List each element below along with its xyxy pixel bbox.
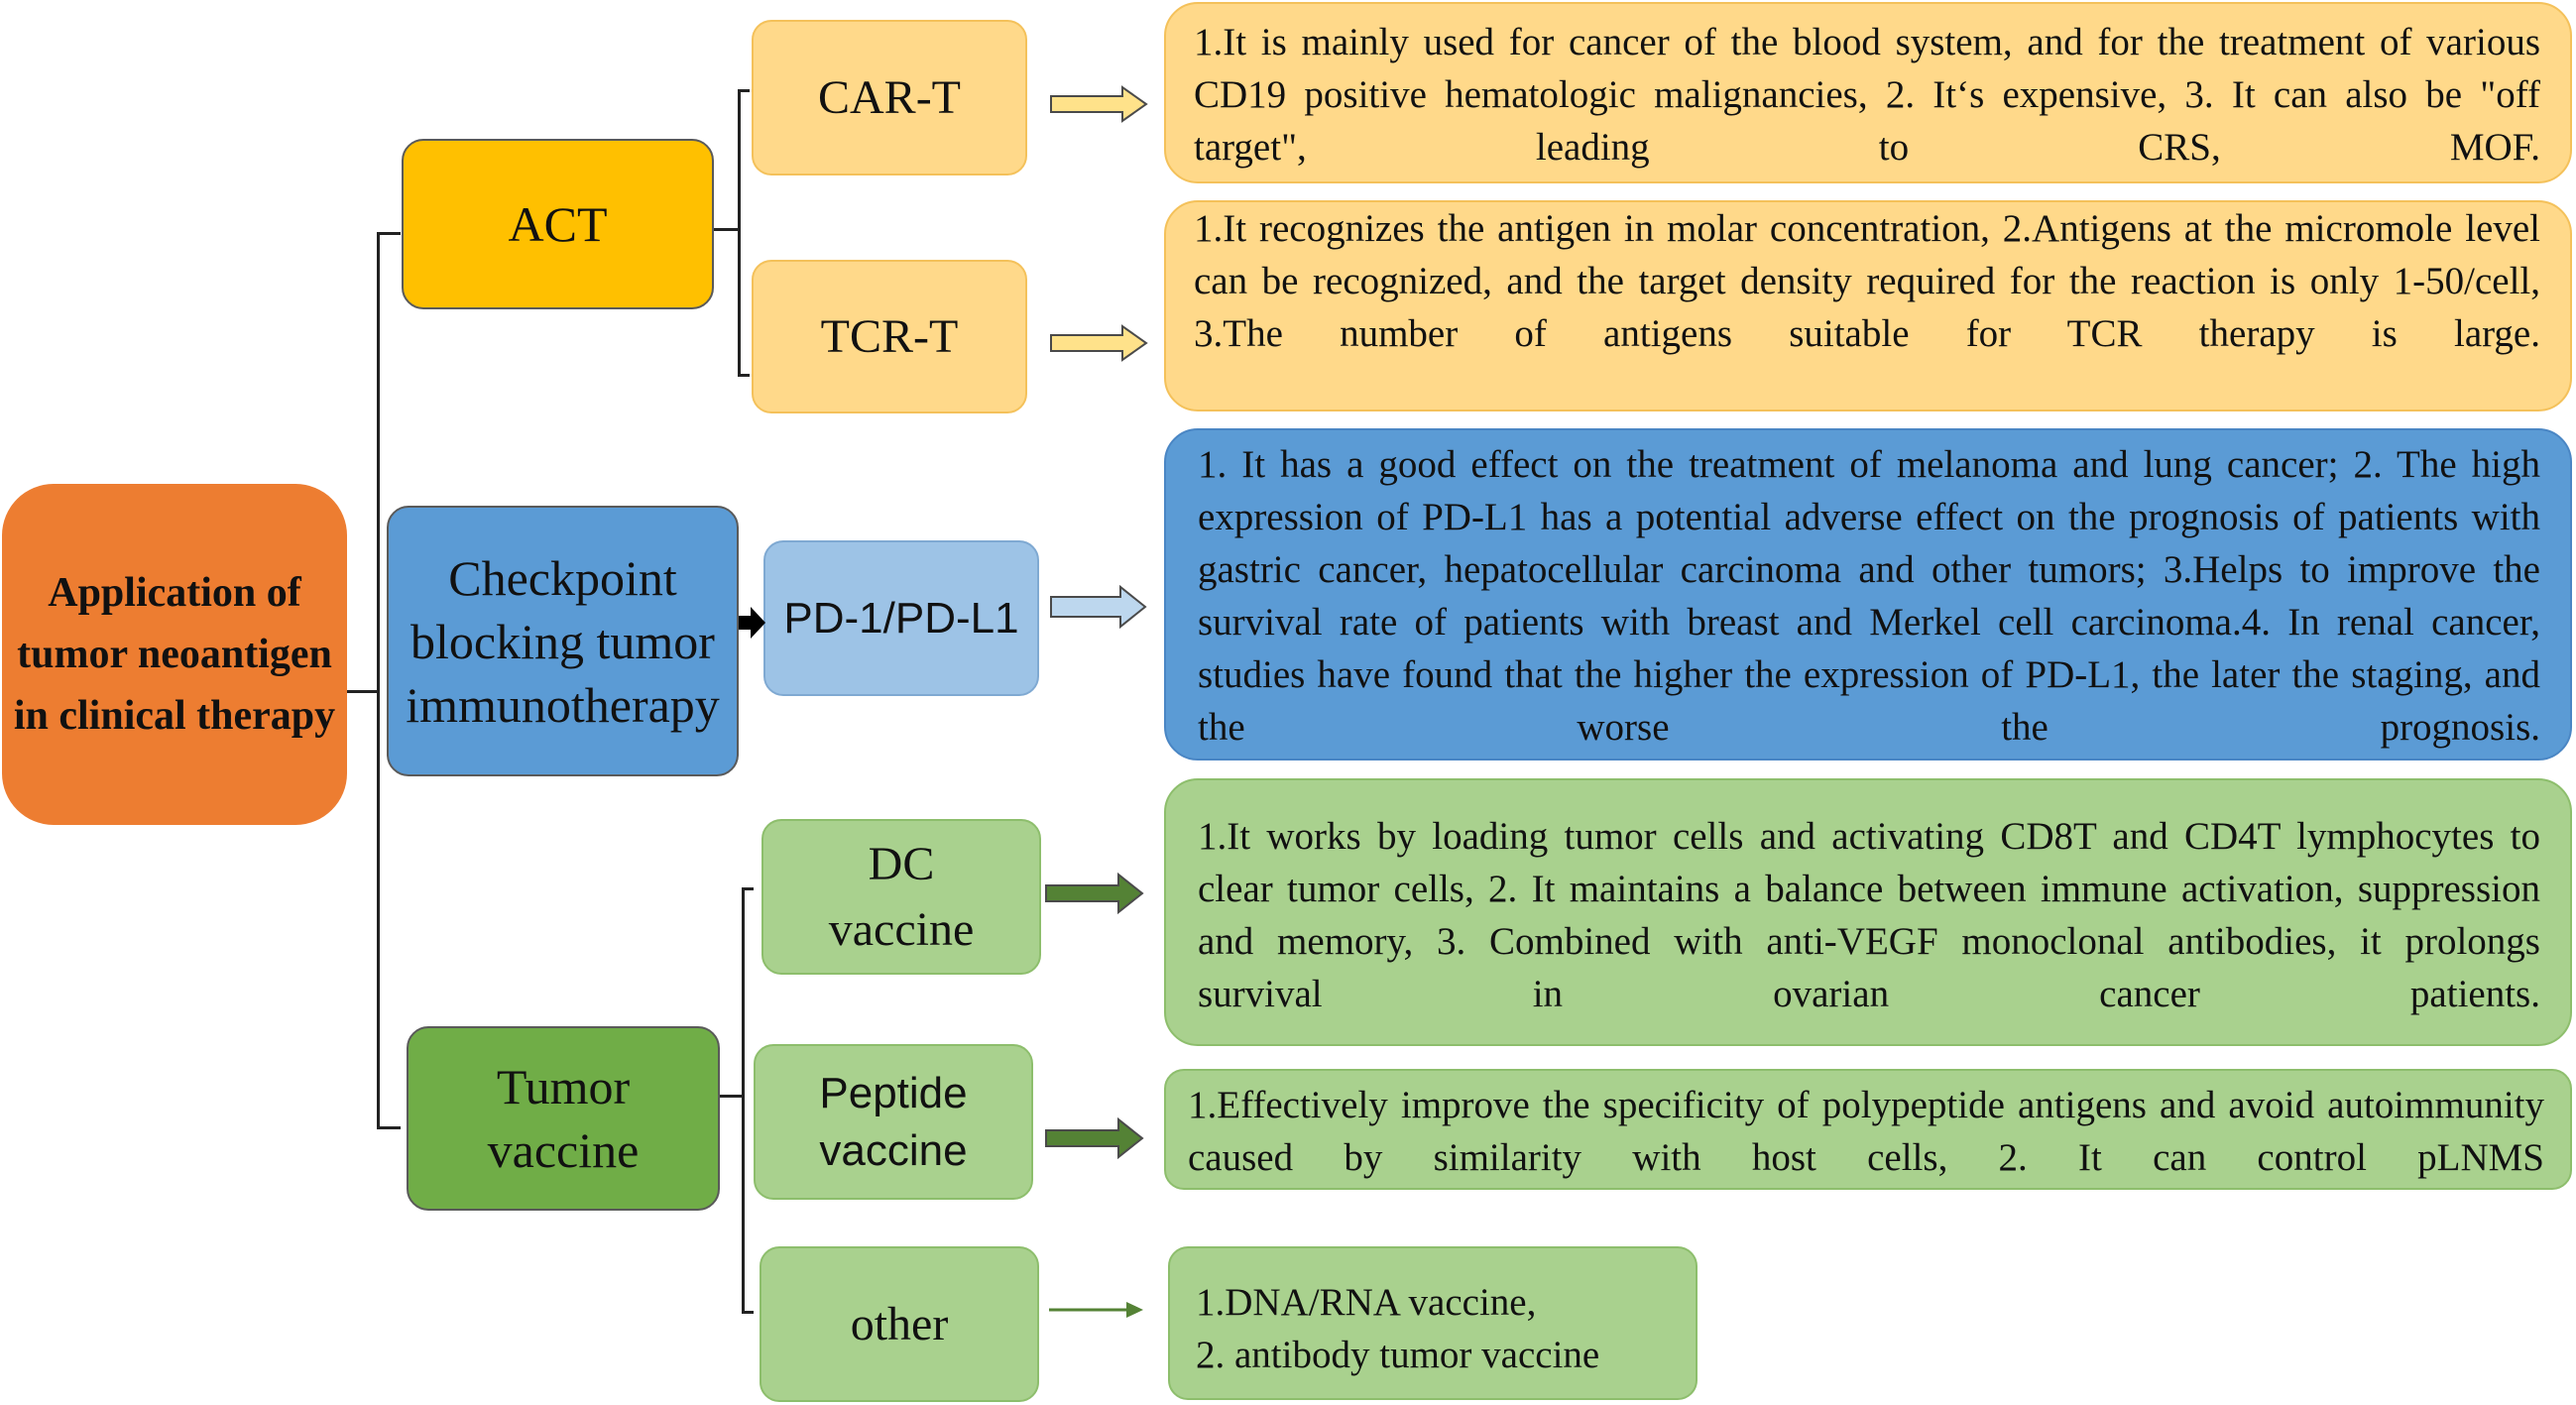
description-other-line2: 2. antibody tumor vaccine [1196, 1334, 1600, 1376]
description-other-line1: 1.DNA/RNA vaccine, [1196, 1281, 1537, 1324]
root-stem [347, 690, 377, 693]
therapy-car-t-label: CAR-T [818, 70, 961, 124]
description-pd1-text: 1. It has a good effect on the treatment… [1198, 443, 2540, 749]
category-tumor-vaccine: Tumor vaccine [407, 1026, 720, 1211]
act-stem [714, 228, 739, 231]
vaccine-tick-dc [742, 887, 754, 890]
description-car-t: 1.It is mainly used for cancer of the bl… [1164, 2, 2572, 183]
therapy-tcr-t-label: TCR-T [820, 309, 959, 363]
category-tumor-vaccine-label: Tumor vaccine [487, 1059, 640, 1178]
arrow-car-t [1050, 85, 1148, 123]
act-tick-cart [738, 89, 750, 92]
description-dc-text: 1.It works by loading tumor cells and ac… [1198, 815, 2540, 1015]
category-checkpoint-label: Checkpoint blocking tumor immunotherapy [406, 549, 720, 733]
therapy-peptide-vaccine: Peptide vaccine [754, 1044, 1033, 1200]
therapy-dc-vaccine-label: DC vaccine [828, 837, 975, 956]
description-dc: 1.It works by loading tumor cells and ac… [1164, 778, 2572, 1046]
vaccine-bracket [742, 887, 745, 1314]
category-act: ACT [402, 139, 714, 309]
therapy-pd1-pdl1-label: PD-1/PD-L1 [783, 593, 1019, 643]
arrow-tcr-t [1050, 324, 1148, 362]
arrow-checkpoint-to-pd1 [739, 607, 765, 639]
vaccine-tick-other [742, 1311, 754, 1314]
category-bracket [377, 232, 380, 1129]
vaccine-stem [720, 1095, 744, 1098]
description-other: 1.DNA/RNA vaccine, 2. antibody tumor vac… [1168, 1246, 1698, 1400]
arrow-other-head [1126, 1302, 1143, 1318]
arrow-dc [1045, 872, 1144, 915]
act-tick-tcrt [738, 374, 750, 377]
bracket-tick-vaccine [377, 1126, 401, 1129]
arrow-pd1 [1050, 584, 1147, 630]
category-checkpoint: Checkpoint blocking tumor immunotherapy [387, 506, 739, 776]
therapy-tcr-t: TCR-T [752, 260, 1027, 413]
therapy-dc-vaccine: DC vaccine [761, 819, 1041, 975]
therapy-peptide-vaccine-label: Peptide vaccine [819, 1068, 968, 1175]
description-peptide: 1.Effectively improve the specificity of… [1164, 1069, 2572, 1190]
therapy-other-label: other [850, 1297, 949, 1350]
description-tcr-t: 1.It recognizes the antigen in molar con… [1164, 200, 2572, 411]
description-tcr-t-text: 1.It recognizes the antigen in molar con… [1194, 207, 2540, 355]
act-bracket [738, 89, 741, 377]
arrow-peptide [1045, 1116, 1144, 1160]
bracket-tick-act [377, 232, 401, 235]
description-pd1: 1. It has a good effect on the treatment… [1164, 428, 2572, 761]
therapy-other: other [760, 1246, 1039, 1402]
category-act-label: ACT [508, 196, 608, 252]
description-car-t-text: 1.It is mainly used for cancer of the bl… [1194, 21, 2540, 169]
description-peptide-text: 1.Effectively improve the specificity of… [1188, 1084, 2544, 1179]
therapy-pd1-pdl1: PD-1/PD-L1 [763, 540, 1039, 696]
root-label: Application of tumor neoantigen in clini… [13, 570, 336, 739]
therapy-car-t: CAR-T [752, 20, 1027, 176]
root-node: Application of tumor neoantigen in clini… [2, 484, 347, 825]
